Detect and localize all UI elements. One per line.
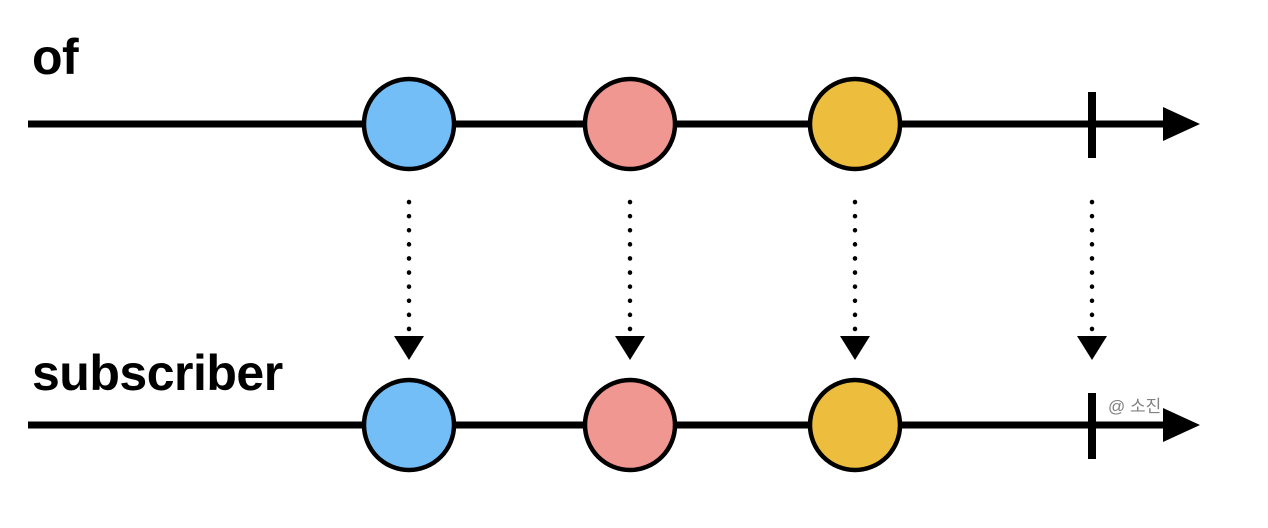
marble-blue-source[interactable] [361, 76, 457, 172]
mapping-blue [394, 199, 424, 360]
timeline-arrowhead-of [1163, 107, 1200, 141]
timeline-arrowhead-subscriber [1163, 408, 1200, 442]
mapping-pink [615, 199, 645, 360]
mapping-yellow [840, 199, 870, 360]
marble-pink-target[interactable] [582, 377, 678, 473]
mapping-arrows [394, 199, 1107, 360]
marble-yellow-target[interactable] [807, 377, 903, 473]
stream-of: of [28, 29, 1200, 172]
watermark-label: @ 소진 [1108, 397, 1161, 416]
stream-subscriber: subscriber [28, 345, 1200, 473]
marble-yellow-source[interactable] [807, 76, 903, 172]
mapping-complete [1077, 199, 1107, 360]
marble-blue-target[interactable] [361, 377, 457, 473]
stream-label-of: of [32, 29, 79, 85]
marble-pink-source[interactable] [582, 76, 678, 172]
stream-label-subscriber: subscriber [32, 345, 283, 401]
